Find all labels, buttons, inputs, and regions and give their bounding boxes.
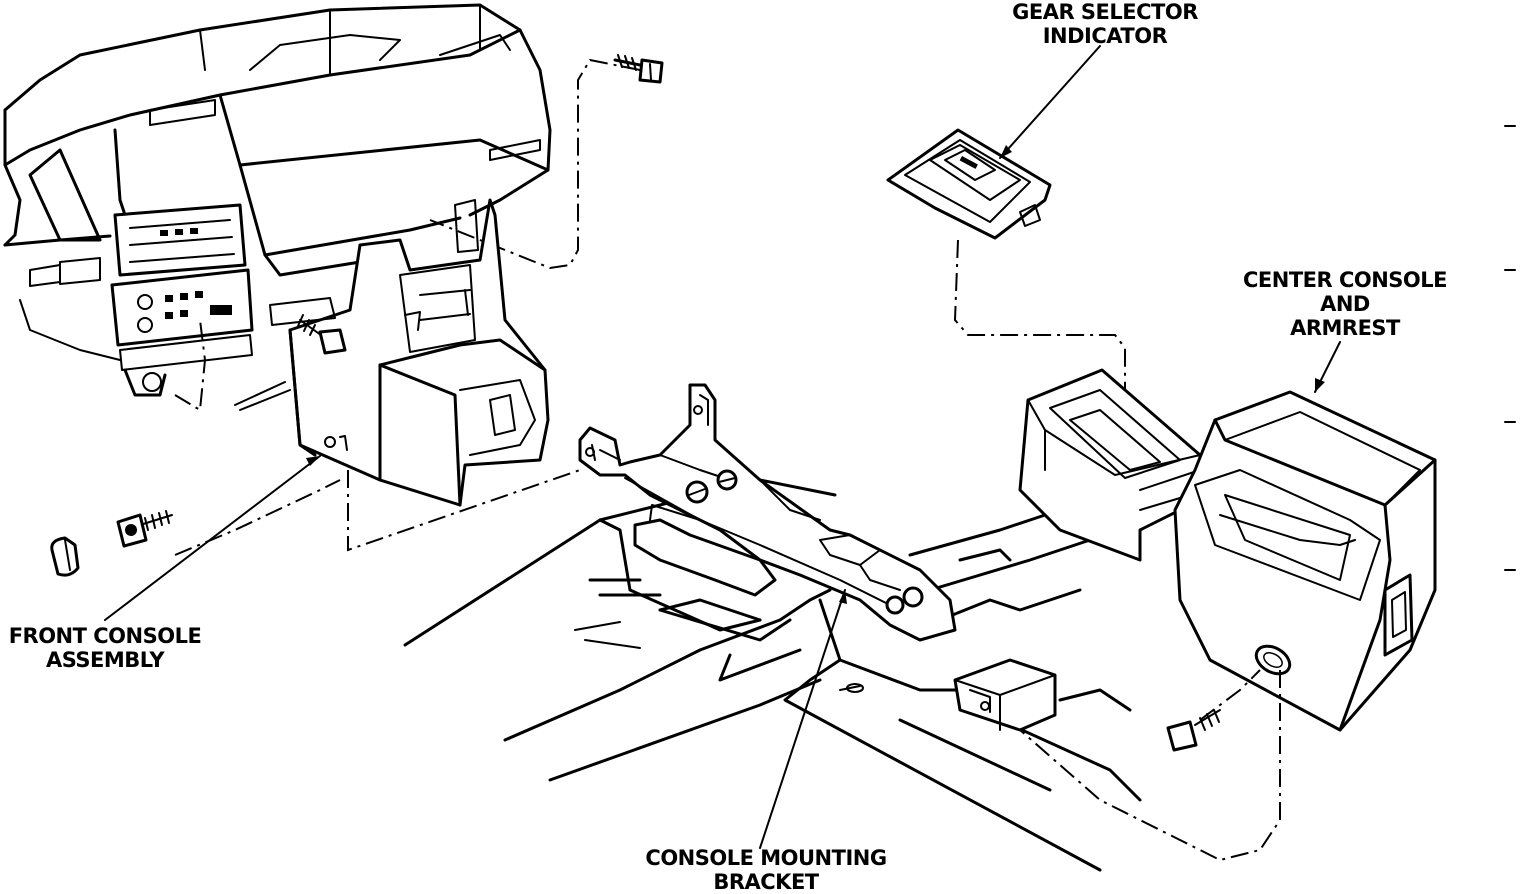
label-line: ASSEMBLY: [45, 648, 165, 672]
label-line: CENTER CONSOLE: [1242, 268, 1448, 292]
label-console-mounting-bracket: CONSOLE MOUNTING BRACKET: [636, 846, 896, 894]
instrument-panel: [3, 3, 552, 412]
label-line: INDICATOR: [1042, 24, 1168, 48]
label-line: BRACKET: [713, 870, 819, 894]
gear-selector-indicator: [886, 128, 1052, 240]
floor-pan: [403, 478, 1142, 872]
label-line: FRONT CONSOLE: [8, 624, 202, 648]
center-console: [1018, 368, 1437, 732]
label-front-console-assembly: FRONT CONSOLE ASSEMBLY: [0, 624, 210, 672]
front-console: [234, 198, 550, 507]
label-gear-selector-indicator: GEAR SELECTOR INDICATOR: [1010, 0, 1200, 48]
floor-bracket: [953, 658, 1057, 732]
label-line: ARMREST: [1290, 316, 1400, 340]
label-line: GEAR SELECTOR: [1012, 0, 1198, 24]
screw-top: [613, 54, 664, 84]
screw-front-console: [297, 314, 347, 355]
screw-center-console: [1166, 669, 1261, 752]
mounting-bracket: [578, 383, 957, 642]
leader-lines: [104, 45, 1341, 849]
label-center-console: CENTER CONSOLE AND ARMREST: [1240, 268, 1450, 340]
label-line: AND: [1320, 292, 1370, 316]
screw-lower-left: [50, 510, 173, 577]
margin-ticks: [1504, 125, 1516, 571]
label-line: CONSOLE MOUNTING: [645, 846, 887, 870]
